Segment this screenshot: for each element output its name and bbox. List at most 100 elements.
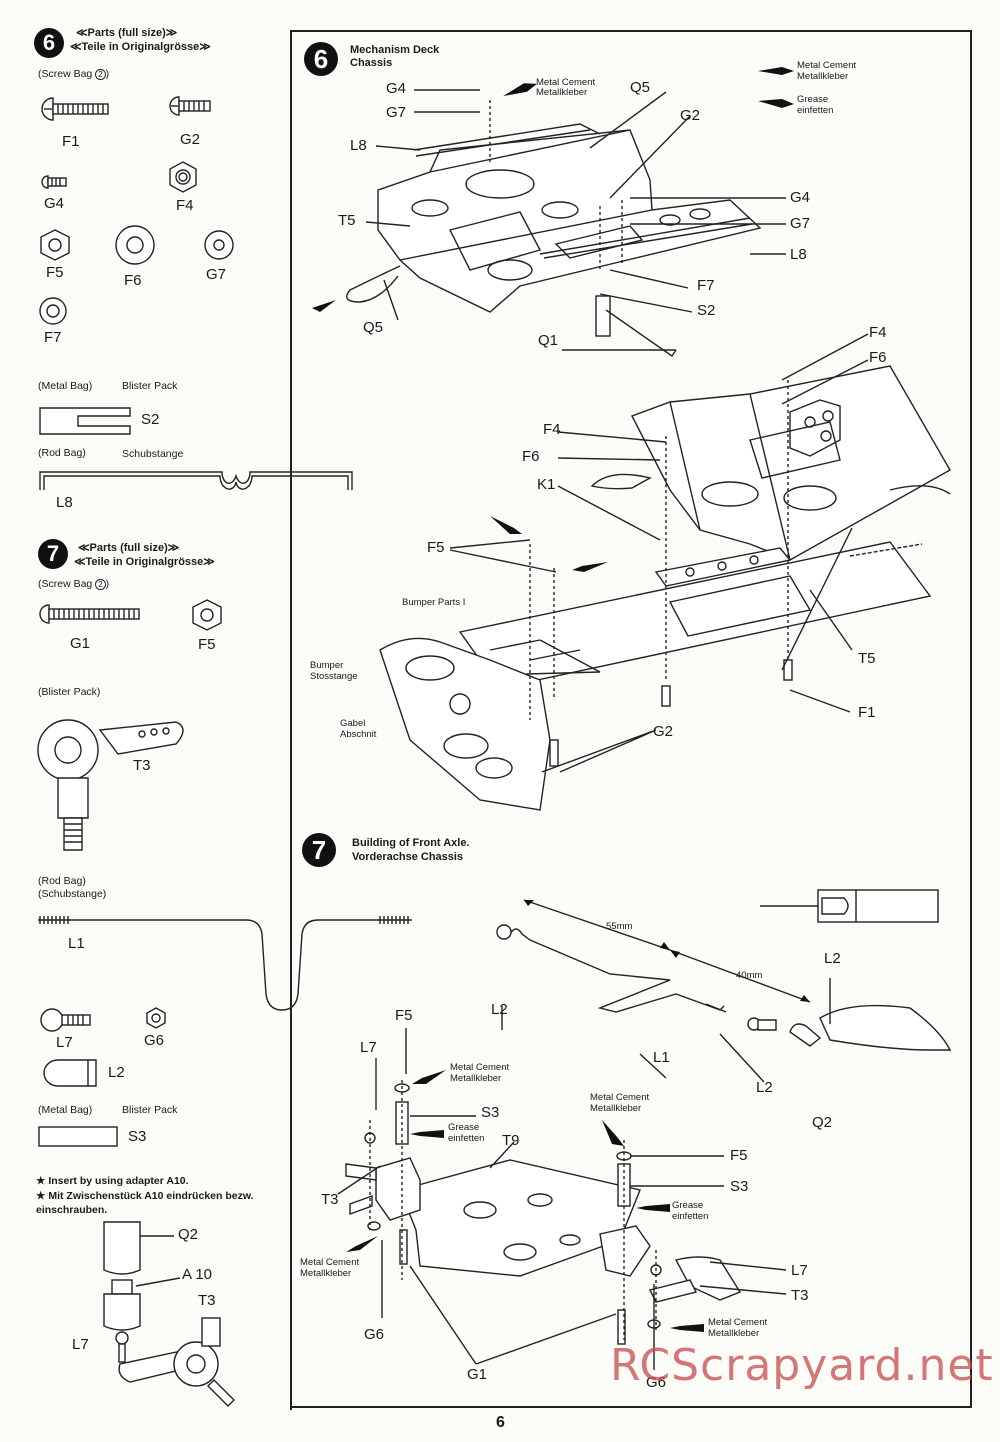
part-l8-label: L8 (56, 494, 73, 511)
metal-bag-label-7: (Metal Bag) (38, 1104, 93, 1116)
legend-grease-label: Grease (797, 94, 829, 105)
ball-l7-icon (40, 1008, 91, 1032)
label-t3-right-7: T3 (791, 1287, 809, 1304)
knuckle-t3-small-icon (118, 1317, 235, 1407)
label-t9: T9 (502, 1132, 520, 1149)
screw-g4-icon (41, 175, 67, 189)
insert-note-en: ★ Insert by using adapter A10. (36, 1175, 189, 1187)
bumper-parts-label: Bumper Parts I (402, 597, 465, 608)
step-7-subtitle: Vorderachse Chassis (352, 851, 464, 863)
schubstange-label: Schubstange (122, 448, 184, 460)
cement-label-de: Metallkleber (536, 87, 588, 98)
frame-top (290, 30, 972, 32)
label-f6-left: F6 (522, 448, 540, 465)
label-f5-left-7: F5 (395, 1007, 413, 1024)
nut-f5-icon-7 (192, 599, 222, 631)
label-g2-bottom: G2 (653, 723, 674, 740)
cement-label-7d: Metal Cement (708, 1317, 768, 1328)
parts-full-size-label: ≪Parts (full size)≫ (76, 27, 178, 39)
step-6-title: Mechanism Deck (350, 44, 440, 56)
grease-legend-icon (758, 99, 794, 108)
front-axle-assembly-drawing (345, 1080, 742, 1345)
label-t5-left: T5 (338, 212, 356, 229)
part-l1-label: L1 (68, 935, 85, 952)
label-f7: F7 (697, 277, 715, 294)
screw-g2-icon (169, 96, 211, 116)
label-f1: F1 (858, 704, 876, 721)
part-f4-label: F4 (176, 197, 194, 214)
label-g6-right-7: G6 (646, 1374, 667, 1391)
adapter-q2-icon (103, 1221, 174, 1275)
insert-note-de: ★ Mit Zwischenstück A10 eindrücken bezw. (36, 1190, 254, 1202)
screw-f1-icon (41, 97, 109, 121)
frame-bottom (290, 1406, 972, 1408)
screw-bag-number: 2 (95, 69, 106, 80)
label-g4-right: G4 (790, 189, 811, 206)
part-g2-label: G2 (180, 131, 201, 148)
leader-lines-lower (449, 333, 869, 773)
tube-s3-icon (38, 1126, 118, 1147)
screw-bag-label: (Screw Bag 2) (38, 68, 109, 81)
grease-label-7b-de: einfetten (672, 1211, 709, 1222)
gabel-label: Gabel (340, 718, 366, 729)
label-l1: L1 (653, 1049, 670, 1066)
cup-l2-icon (43, 1059, 97, 1087)
label-s2: S2 (697, 302, 716, 319)
adapter-a10-icon (103, 1277, 181, 1331)
cement-arrow-7c-icon (346, 1236, 378, 1252)
label-g2-top: G2 (680, 107, 701, 124)
label-f6-right: F6 (869, 349, 887, 366)
front-axle-dimensions (523, 899, 811, 1003)
label-q5-top: Q5 (630, 79, 651, 96)
label-t5-right: T5 (858, 650, 876, 667)
cement-arrow-7a-icon (412, 1070, 446, 1084)
screw-bag-number-7: 2 (95, 579, 106, 590)
cement-arrow-7d-icon (670, 1324, 704, 1332)
cement-label: Metal Cement (536, 77, 596, 88)
label-s3-right-7: S3 (730, 1178, 749, 1195)
mechanism-deck-drawing (312, 100, 762, 357)
grease-arrow-7b-icon (636, 1204, 670, 1212)
cement-label-7c: Metal Cement (300, 1257, 360, 1268)
screw-bag-text-7: (Screw Bag (38, 578, 93, 590)
dimension-40mm: 40mm (736, 970, 763, 981)
cement-label-7a-de: Metallkleber (450, 1073, 502, 1084)
blister-pack-paren-label: (Blister Pack) (38, 686, 101, 698)
label-q1: Q1 (538, 332, 559, 349)
label-g7-right: G7 (790, 215, 811, 232)
part-t3-label: T3 (133, 757, 151, 774)
label-l2-right: L2 (756, 1079, 773, 1096)
grease-label-7a: Grease (448, 1122, 480, 1133)
section-divider (0, 526, 290, 527)
front-axle-rod-drawing (496, 924, 952, 1051)
label-s3-left-7: S3 (481, 1104, 500, 1121)
label-f5: F5 (427, 539, 445, 556)
legend-cement-label: Metal Cement (797, 60, 857, 71)
part-g1-label: G1 (70, 635, 91, 652)
nut-g6-icon (146, 1007, 166, 1029)
cement-arrow-7b-icon (602, 1120, 624, 1146)
legend-grease-de: einfetten (797, 105, 834, 116)
screw-bag-text: (Screw Bag (38, 68, 93, 80)
step-6-badge-left: 6 (34, 28, 64, 58)
cement-arrow-f5b-icon (572, 562, 608, 572)
cement-label-7d-de: Metallkleber (708, 1328, 760, 1339)
step-6-badge: 6 (304, 42, 338, 76)
part-f1-label: F1 (62, 133, 80, 150)
leader-lines-upper (365, 89, 786, 351)
label-g4-top: G4 (386, 80, 407, 97)
step-7-title: Building of Front Axle. (352, 837, 470, 849)
label-k1: K1 (537, 476, 556, 493)
label-l2-left: L2 (491, 1001, 508, 1018)
part-l7-label: L7 (56, 1034, 73, 1051)
screw-g1-icon (39, 604, 140, 624)
bumper-parts-num: I (462, 597, 466, 608)
grease-label-7a-de: einfetten (448, 1133, 485, 1144)
part-f5-label: F5 (46, 264, 64, 281)
label-q2: Q2 (812, 1114, 833, 1131)
label-l7-right-7: L7 (791, 1262, 808, 1279)
step-6-subtitle: Chassis (350, 57, 393, 69)
cement-label-7c-de: Metallkleber (300, 1268, 352, 1279)
watermark: RCScrapyard.net (610, 1340, 994, 1391)
step-7-badge: 7 (302, 833, 336, 867)
